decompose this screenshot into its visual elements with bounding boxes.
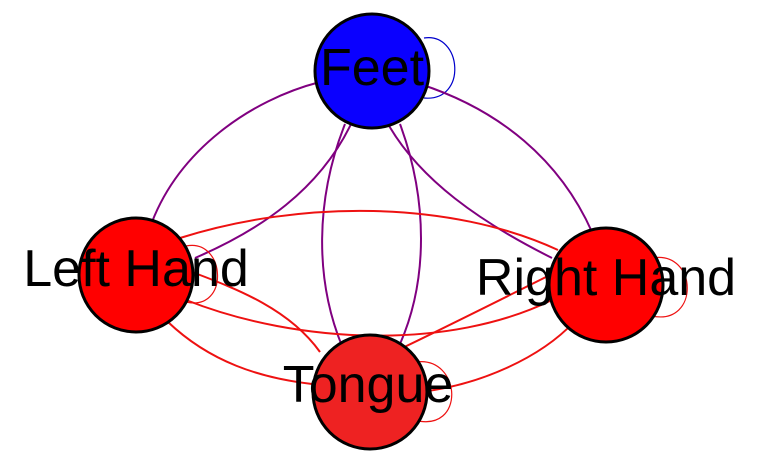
edge-feet-tongue-2 bbox=[399, 123, 422, 345]
edge-right-hand-tongue-2 bbox=[419, 321, 575, 393]
node-label-feet: Feet bbox=[320, 39, 425, 97]
node-label-right-hand: Right Hand bbox=[476, 249, 736, 307]
node-right-hand[interactable] bbox=[547, 226, 665, 344]
edge-feet-left-hand-1 bbox=[151, 81, 321, 223]
edge-left-hand-tongue-1 bbox=[191, 271, 321, 353]
edge-feet-right-hand-1 bbox=[419, 83, 593, 233]
edge-left-hand-left-hand bbox=[185, 244, 219, 304]
edge-feet-tongue-1 bbox=[321, 123, 346, 347]
edge-right-hand-right-hand bbox=[651, 256, 688, 318]
edge-right-hand-tongue-1 bbox=[397, 269, 561, 351]
node-left-hand[interactable] bbox=[77, 216, 195, 334]
edge-tongue-tongue bbox=[413, 361, 453, 423]
node-label-left-hand: Left Hand bbox=[23, 240, 249, 298]
edge-feet-feet bbox=[423, 37, 456, 99]
label-layer: Feet Left Hand Right Hand Tongue bbox=[23, 39, 736, 414]
edge-layer bbox=[151, 37, 688, 423]
node-layer bbox=[77, 12, 665, 451]
edge-feet-left-hand-2 bbox=[194, 121, 353, 259]
node-label-tongue: Tongue bbox=[283, 356, 454, 414]
edge-feet-right-hand-2 bbox=[387, 123, 553, 259]
edge-left-hand-right-hand-1 bbox=[179, 209, 559, 251]
edge-left-hand-tongue-2 bbox=[167, 321, 313, 385]
node-feet[interactable] bbox=[313, 12, 431, 130]
node-tongue[interactable] bbox=[311, 333, 429, 451]
